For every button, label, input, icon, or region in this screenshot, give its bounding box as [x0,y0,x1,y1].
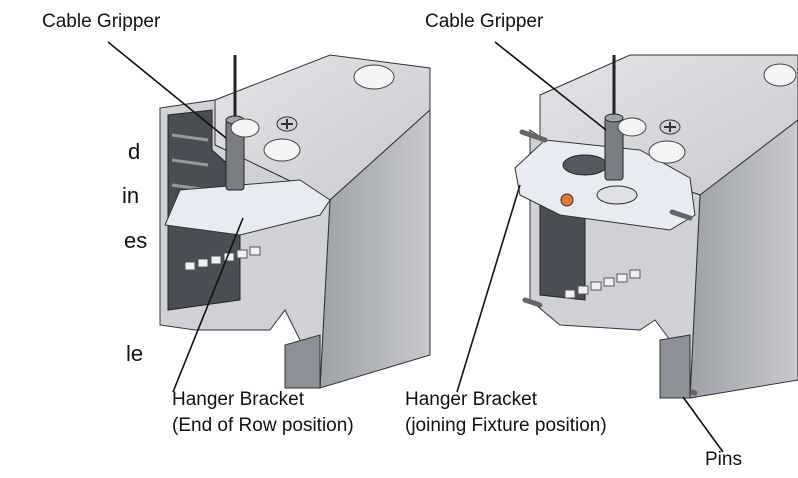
cropped-text-4: le [126,341,144,366]
right-screw-3 [763,63,797,87]
right-hanger-bracket [514,139,696,231]
right-pin-top [519,129,548,143]
right-phillips-screw [659,119,681,135]
left-fixture-assembly [159,54,431,389]
right-bracket-hole [562,154,608,176]
cropped-text-2: in [122,183,140,208]
right-screw-1 [617,117,647,137]
right-screw-2 [648,140,686,164]
leader-left-gripper [107,41,227,139]
leader-lines [107,41,724,453]
left-foot [284,334,321,389]
left-led-strip [184,246,261,271]
label-hanger-bracket-right-1: Hanger Bracket [405,389,538,410]
right-fixture-assembly [514,54,798,399]
cropped-text-1: d [128,139,141,164]
label-cable-gripper-right: Cable Gripper [425,11,544,32]
left-screw-2 [263,138,301,162]
left-phillips-screw [276,116,298,132]
right-foot [659,334,691,399]
left-screw-3 [353,64,395,90]
right-pin-mid [669,209,693,221]
label-hanger-bracket-left-1: Hanger Bracket [172,389,305,410]
leader-pins [682,396,724,453]
leader-right-bracket [456,184,521,393]
label-cable-gripper-left: Cable Gripper [42,11,161,32]
left-hanger-bracket [164,179,331,236]
label-hanger-bracket-right-2: (joining Fixture position) [405,415,607,436]
left-screw-1 [230,118,260,138]
label-pins: Pins [705,449,742,470]
right-orange-marker [560,193,574,207]
right-gripper-cap [604,113,624,123]
right-pin-low [522,297,543,308]
leader-right-gripper [494,41,607,131]
right-led-strip [564,269,641,299]
leader-left-bracket [172,217,244,393]
right-bracket-label [596,185,638,205]
label-hanger-bracket-left-2: (End of Row position) [172,415,354,436]
cropped-text-3: es [124,228,148,253]
